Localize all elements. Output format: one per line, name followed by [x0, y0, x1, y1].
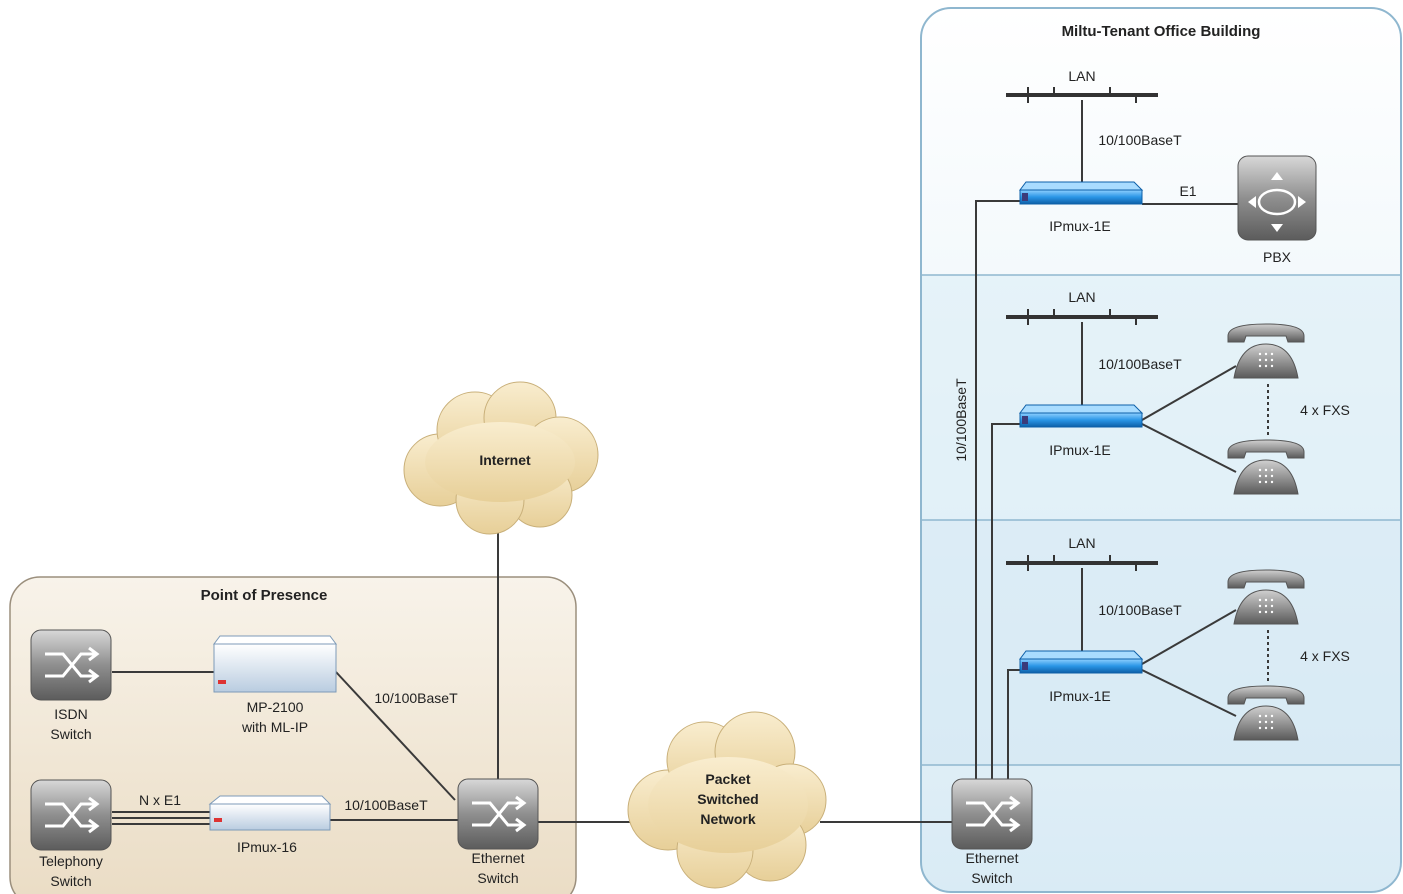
mp-2100-device: MP-2100 with ML-IP	[213, 635, 337, 735]
switch-icon	[29, 628, 113, 702]
lan-label: LAN	[1068, 68, 1095, 84]
mp-link-label: 10/100BaseT	[374, 690, 458, 706]
mp-label-line2: with ML-IP	[241, 719, 308, 735]
nxe1-label: N x E1	[139, 792, 181, 808]
fxs-label: 4 x FXS	[1300, 648, 1350, 664]
isdn-label-line2: Switch	[50, 726, 91, 742]
riser-floor1	[975, 200, 1020, 780]
floor-1: LAN 10/100BaseT IPmux-1E E1 PBX	[1004, 68, 1317, 265]
pop-container: Point of Presence	[9, 576, 577, 894]
fxs-link	[1141, 669, 1237, 717]
switch-icon	[950, 777, 1034, 851]
riser-floor3	[1007, 669, 1020, 780]
switch-icon	[29, 778, 113, 852]
mp-label-line1: MP-2100	[247, 699, 304, 715]
internet-label: Internet	[479, 452, 531, 468]
pop-switch-label-line2: Switch	[477, 870, 518, 886]
fxs-link	[1141, 609, 1237, 665]
psn-cloud: Packet Switched Network	[627, 711, 827, 889]
building-switch-label-line1: Ethernet	[966, 850, 1019, 866]
fxs-link	[1141, 423, 1237, 473]
riser-floor2	[991, 423, 1020, 780]
telephony-switch: Telephony Switch	[29, 778, 113, 889]
lan-label: LAN	[1068, 535, 1095, 551]
fxs-label: 4 x FXS	[1300, 402, 1350, 418]
ipmux-1e-label: IPmux-1E	[1049, 218, 1110, 234]
riser-label: 10/100BaseT	[953, 378, 969, 462]
ipmux16-link-label: 10/100BaseT	[344, 797, 428, 813]
pbx-icon	[1237, 155, 1317, 241]
floor-3: LAN 10/100BaseT IPmux-1E 4 x FXS	[1004, 535, 1350, 741]
telephony-label-line2: Switch	[50, 873, 91, 889]
ipmux-1e-label: IPmux-1E	[1049, 442, 1110, 458]
lan-link-label: 10/100BaseT	[1098, 356, 1182, 372]
building-switch-label-line2: Switch	[971, 870, 1012, 886]
ipmux-1e-label: IPmux-1E	[1049, 688, 1110, 704]
ipmux-1e-device	[1019, 650, 1143, 674]
lan-link-label: 10/100BaseT	[1098, 132, 1182, 148]
psn-label-line2: Switched	[697, 791, 758, 807]
ipmux-1e-device	[1019, 404, 1143, 428]
pbx-label: PBX	[1263, 249, 1292, 265]
isdn-switch: ISDN Switch	[29, 628, 113, 742]
building-title: Miltu-Tenant Office Building	[1062, 23, 1261, 40]
psn-label-line1: Packet	[705, 771, 750, 787]
ipmux16-label: IPmux-16	[237, 839, 297, 855]
lan-link-label: 10/100BaseT	[1098, 602, 1182, 618]
connections	[112, 100, 1269, 825]
e1-label: E1	[1179, 183, 1196, 199]
ipmux-1e-device	[1019, 181, 1143, 205]
pop-switch-label-line1: Ethernet	[472, 850, 525, 866]
building-ethernet-switch: Ethernet Switch	[950, 777, 1034, 886]
switch-icon	[456, 777, 540, 851]
internet-cloud: Internet	[403, 381, 599, 535]
mp-to-switch-link	[335, 671, 456, 801]
ipmux-16-device: IPmux-16	[208, 795, 332, 855]
isdn-label-line1: ISDN	[54, 706, 87, 722]
lan-label: LAN	[1068, 289, 1095, 305]
pop-ethernet-switch: Ethernet Switch	[456, 777, 540, 886]
telephony-label-line1: Telephony	[39, 853, 103, 869]
pop-title: Point of Presence	[201, 587, 328, 604]
fxs-link	[1141, 365, 1237, 421]
psn-label-line3: Network	[700, 811, 755, 827]
floor-2: LAN 10/100BaseT IPmux-1E 4 x FXS	[1004, 289, 1350, 495]
